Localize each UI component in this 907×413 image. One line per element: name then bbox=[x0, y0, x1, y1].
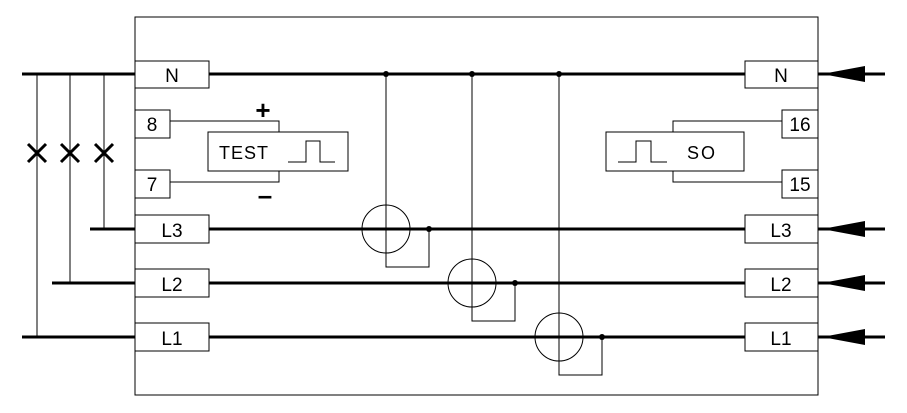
terminal-right-l3-label: L3 bbox=[770, 221, 791, 242]
junction-dot bbox=[599, 334, 605, 340]
terminal-left-8 bbox=[134, 109, 171, 139]
meter-enclosure bbox=[134, 16, 819, 396]
so-wire-top bbox=[672, 120, 782, 132]
junction-dot bbox=[383, 71, 389, 77]
junction-dot bbox=[556, 71, 562, 77]
so-label: SO bbox=[687, 143, 717, 163]
test-minus-sign: – bbox=[258, 180, 272, 210]
load-cross-3-icon bbox=[93, 142, 115, 164]
test-pulse-icon bbox=[288, 140, 335, 163]
terminal-right-16 bbox=[781, 109, 819, 139]
load-cross-2-icon bbox=[59, 142, 81, 164]
terminal-right-l2 bbox=[744, 268, 819, 298]
terminal-right-l1-label: L1 bbox=[770, 329, 791, 350]
terminal-left-8-label: 8 bbox=[147, 115, 158, 136]
so-block bbox=[605, 131, 745, 172]
arrow-l1-icon bbox=[822, 329, 865, 345]
test-label: TEST bbox=[219, 143, 269, 163]
terminal-right-16-label: 16 bbox=[789, 115, 810, 136]
terminal-left-l1 bbox=[134, 322, 210, 352]
terminal-left-l2 bbox=[134, 268, 210, 298]
terminal-right-l2-label: L2 bbox=[770, 275, 791, 296]
test-wire-bottom bbox=[170, 171, 280, 183]
coil-l3-loop bbox=[385, 74, 430, 268]
coil-l1-loop bbox=[558, 74, 603, 376]
terminal-right-15 bbox=[781, 169, 819, 199]
terminal-right-15-label: 15 bbox=[789, 175, 810, 196]
test-plus-sign: + bbox=[255, 95, 270, 125]
coil-l2-icon bbox=[447, 258, 497, 308]
coil-l2-loop bbox=[471, 74, 516, 322]
test-wire-top bbox=[170, 120, 280, 132]
terminal-right-n-label: N bbox=[774, 66, 788, 87]
test-block bbox=[207, 131, 349, 172]
arrow-l3-icon bbox=[822, 221, 865, 237]
terminal-left-n bbox=[134, 60, 210, 89]
coil-l1-icon bbox=[534, 312, 584, 362]
arrow-l2-icon bbox=[822, 275, 865, 291]
terminal-right-l1 bbox=[744, 322, 819, 352]
junction-dot bbox=[426, 226, 432, 232]
so-pulse-icon bbox=[618, 140, 667, 163]
terminal-right-l3 bbox=[744, 214, 819, 244]
junction-dot bbox=[512, 280, 518, 286]
junction-dot bbox=[469, 71, 475, 77]
terminal-left-l3-label: L3 bbox=[161, 221, 182, 242]
terminal-left-l2-label: L2 bbox=[161, 275, 182, 296]
load-cross-1-icon bbox=[26, 142, 48, 164]
arrow-n-icon bbox=[822, 66, 865, 82]
terminal-left-7-label: 7 bbox=[147, 175, 158, 196]
terminal-left-l3 bbox=[134, 214, 210, 244]
terminal-left-7 bbox=[134, 169, 171, 199]
coil-l3-icon bbox=[361, 204, 411, 254]
so-wire-bottom bbox=[672, 171, 782, 183]
terminal-left-l1-label: L1 bbox=[161, 329, 182, 350]
terminal-right-n bbox=[744, 60, 819, 89]
terminal-left-n-label: N bbox=[165, 66, 179, 87]
